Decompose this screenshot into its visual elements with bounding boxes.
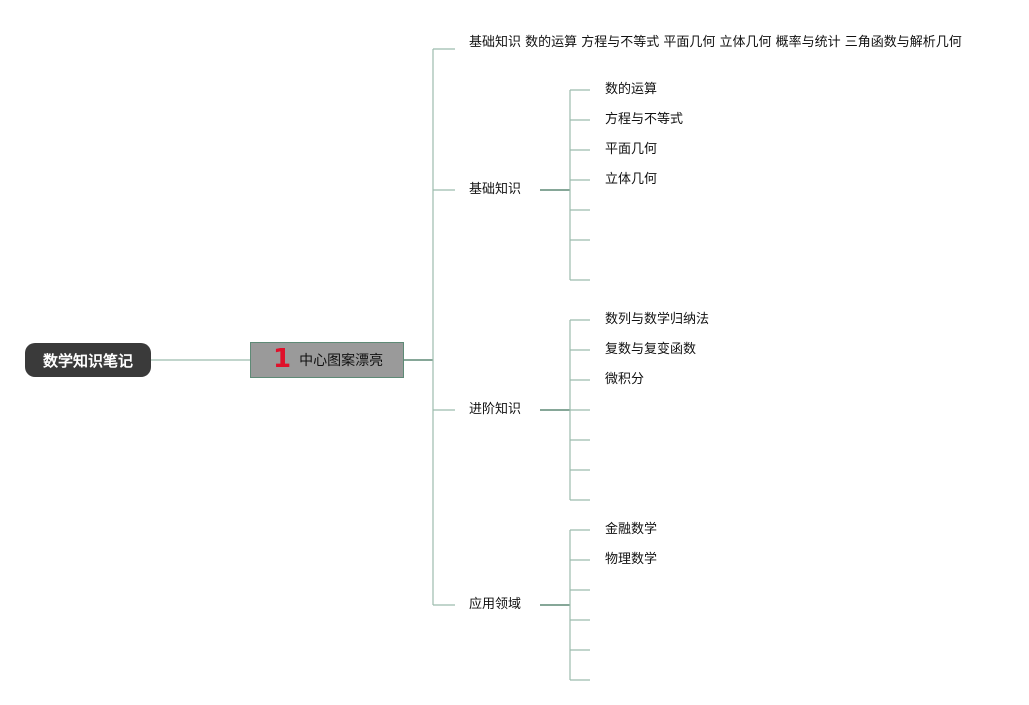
subtopic-3-1[interactable]: 金融数学 (605, 522, 658, 537)
root-node[interactable]: 数学知识笔记 (25, 343, 151, 377)
subtopic-2-3[interactable]: 微积分 (605, 372, 645, 387)
topic-overview[interactable]: 基础知识 数的运算 方程与不等式 平面几何 立体几何 概率与统计 三角函数与解析… (469, 35, 962, 50)
subtopic-2-2[interactable]: 复数与复变函数 (605, 342, 697, 357)
topic-branch-2[interactable]: 进阶知识 (469, 402, 522, 417)
central-node-label: 中心图案漂亮 (299, 353, 384, 369)
root-node-label: 数学知识笔记 (42, 351, 133, 370)
topic-branch-1[interactable]: 基础知识 (469, 182, 522, 197)
subtopic-1-4[interactable]: 立体几何 (605, 172, 658, 187)
subtopic-1-3[interactable]: 平面几何 (605, 142, 658, 157)
topic-branch-3[interactable]: 应用领域 (469, 597, 522, 612)
branch-1-stubs (570, 89, 590, 281)
subtopic-1-1[interactable]: 数的运算 (605, 82, 658, 97)
branch-2-stubs (570, 319, 590, 501)
subtopic-1-2[interactable]: 方程与不等式 (605, 112, 684, 127)
subtopic-2-1[interactable]: 数列与数学归纳法 (605, 312, 710, 327)
central-node[interactable]: 1 中心图案漂亮 (250, 342, 404, 378)
number-one-badge-icon: 1 (273, 344, 292, 374)
branch-3-stubs (570, 529, 590, 681)
subtopic-3-2[interactable]: 物理数学 (605, 552, 658, 567)
